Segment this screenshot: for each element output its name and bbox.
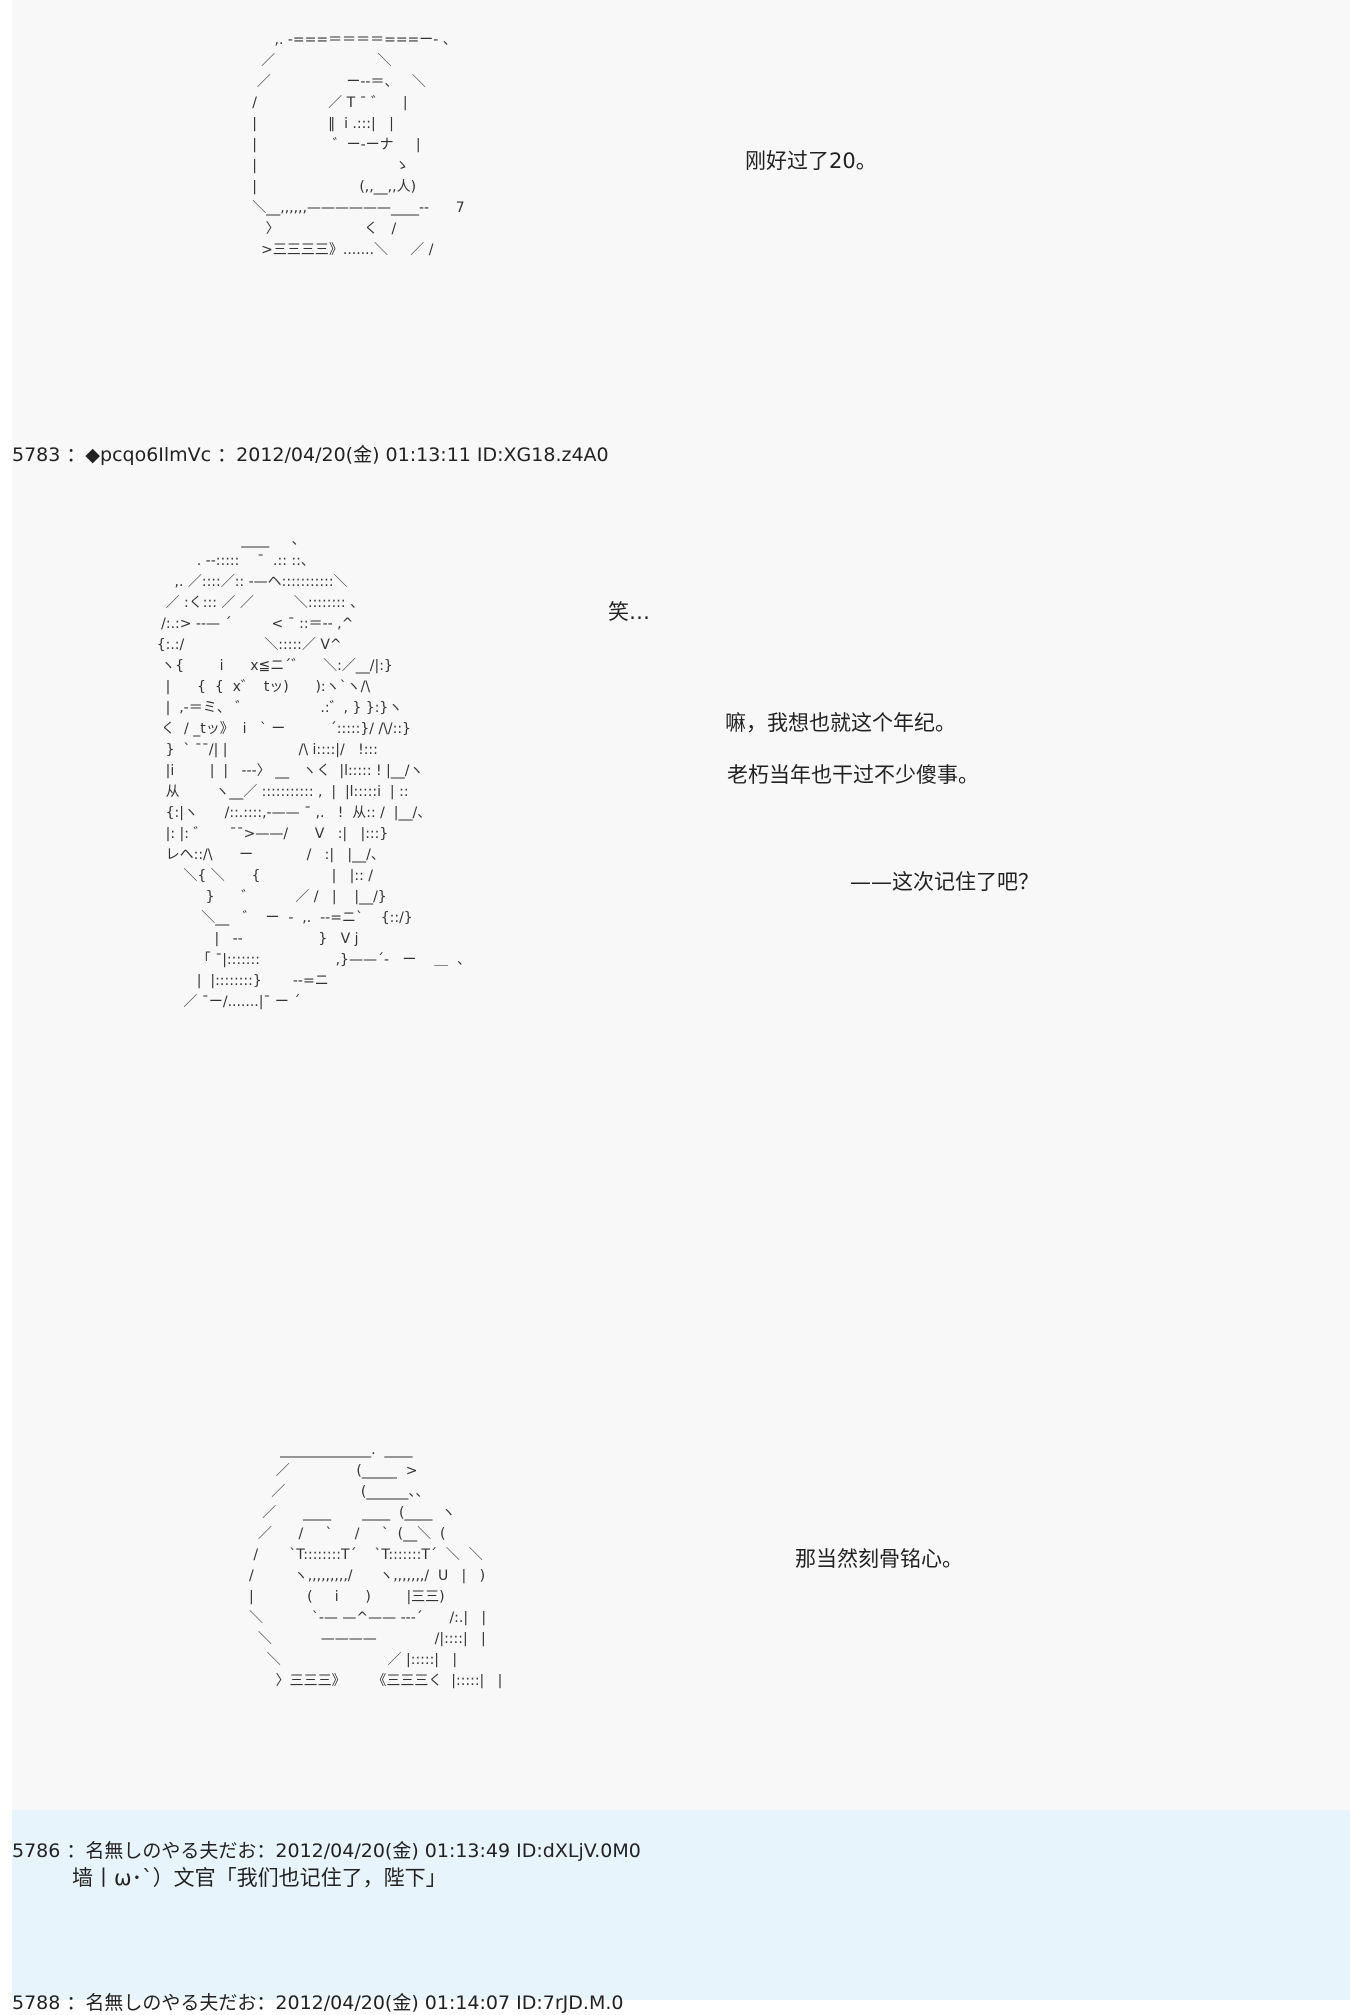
art1-line: / ／ T ¯ ゛ |	[230, 95, 408, 111]
art2-line: } ` ¯¯/| | /\ i::::|/ !:::	[130, 742, 378, 758]
ascii-art-2: ____ 、 . --::::: ¯ .:: ::、 ,. ／::::／:: ‐…	[130, 530, 471, 1013]
speech-text-5: 那当然刻骨铭心。	[795, 1547, 963, 1571]
art3-line: ／ (______、、	[200, 1484, 430, 1500]
art2-line: ＼{ ＼ { | |:: /	[130, 868, 373, 884]
art1-line: 〉 く /	[230, 221, 397, 237]
reply-background	[12, 1810, 1350, 2000]
art2-line: く / _tッ》 i ` ー ´:::::}/ /\/::}	[130, 721, 411, 737]
art2-line: . --::::: ¯ .:: ::、	[130, 553, 315, 569]
art3-line: ／ (_____ >	[200, 1463, 418, 1479]
art3-line: / `T::::::::T´ `T:::::::T´ ＼ ＼	[200, 1547, 483, 1563]
art2-line: |: |: ゛ ¯¯>——/ V :| |:::}	[130, 826, 389, 842]
art2-line: 从 ヽ__／ ::::::::::: , | |l:::::i | ::	[130, 784, 409, 800]
art2-line: } ゛ ／ / | |__/}	[130, 889, 387, 905]
art3-line: _____________. ____	[200, 1442, 413, 1458]
art3-line: 〉三三三》 《三三三く |:::::| |	[200, 1673, 503, 1689]
speech-text-3: 老朽当年也干过不少傻事。	[727, 763, 979, 787]
art1-line: | ‖ i .:::| |	[230, 116, 394, 132]
art1-line: ／ ＼	[230, 53, 392, 69]
art3-line: / ヽ,,,,,,,,,/ ヽ,,,,,,,/ U | )	[200, 1568, 486, 1584]
art3-line: ／ ____ ____ (____ ヽ	[200, 1505, 456, 1521]
art2-line: | |::::::::} --=ニ	[130, 973, 329, 989]
art2-line: ヽ{ i x≦ニ´゛ ＼:／__/|:}	[130, 658, 393, 674]
art2-line: | -- } V j	[130, 931, 359, 947]
post-header-5786: 5786 ：名無しのやる夫だお：2012/04/20(金) 01:13:49 I…	[12, 1840, 641, 1862]
speech-text-4: ——这次记住了吧？	[850, 870, 1039, 894]
speech-laugh: 笑…	[608, 600, 650, 624]
art2-line: ＼__ ゛ ー - ,. --=ニ` {::/}	[130, 910, 413, 926]
art1-line: | (,,__,,人)	[230, 179, 417, 195]
art2-line: |i | | ---〉 __ ヽく |l::::: ! |__/ヽ	[130, 763, 424, 779]
art2-line: 「 ¯|::::::: ,}——´- ー ＿ 、	[130, 952, 472, 968]
post-header-next: 5788 ：名無しのやる夫だお：2012/04/20(金) 01:14:07 I…	[12, 1992, 624, 2014]
art1-line: | ゝ	[230, 158, 409, 174]
art2-line: ／ ¯ー/.......|¯ ー ´	[130, 994, 301, 1010]
art3-line: ＼ ———— /|::::| |	[200, 1631, 486, 1647]
page-background	[12, 0, 1350, 1810]
speech-text-1: 刚好过了20。	[745, 149, 877, 173]
art3-line: ／ / ` / ` (__＼ (	[200, 1526, 446, 1542]
art3-line: ＼ `-— —^—— ---´ /:.| |	[200, 1610, 487, 1626]
post-header-5783: 5783 ：◆pcqo6IlmVc ：2012/04/20(金) 01:13:1…	[12, 444, 609, 466]
art3-line: ＼ ／ |:::::| |	[200, 1652, 458, 1668]
ascii-art-3: _____________. ____ ／ (_____ > ／ (______…	[200, 1440, 502, 1692]
art2-line: | { { x゛ tッ) ):ヽ`ヽ/\	[130, 679, 371, 695]
art1-line: ＼__,,,,,,——————____-- 7	[230, 200, 465, 216]
art1-line: ／ ー--＝、 ＼	[230, 74, 426, 90]
speech-text-2: 嘛，我想也就这个年纪。	[725, 711, 956, 735]
art2-line: ____ 、	[130, 532, 306, 548]
post-body-5786: 墙丨ω･`）文官「我们也记住了，陛下」	[72, 1866, 447, 1890]
art1-line: ,. -===＝＝＝＝===ー- 、	[230, 32, 457, 48]
ascii-art-1: ,. -===＝＝＝＝===ー- 、 ／ ＼ ／ ー--＝、 ＼ / ／ T ¯…	[230, 30, 465, 261]
art2-line: ／ :く::: ／ ／ ＼:::::::: 、	[130, 595, 365, 611]
art2-line: {:|ヽ /::.::::,-—— ¯ ,. ! 从:: / |__/、	[130, 805, 432, 821]
art1-line: | ゛ー-ーナ |	[230, 137, 421, 153]
art2-line: /:.:> ‐-— ´ < ¯ ::＝-- ,^	[130, 616, 354, 632]
art3-line: | ( i ) |三三)	[200, 1589, 445, 1605]
art1-line: >三三三三》.......＼ ／ /	[230, 242, 434, 258]
art2-line: ,. ／::::／:: ‐—ヘ:::::::::::＼	[130, 574, 348, 590]
art2-line: レヘ::/\ ー / :| |__/、	[130, 847, 385, 863]
art2-line: {:.:/ ＼:::::／ V^	[130, 637, 342, 653]
art2-line: | ,-＝ミ、 ゛ .:゛, } }:}ヽ	[130, 700, 403, 716]
